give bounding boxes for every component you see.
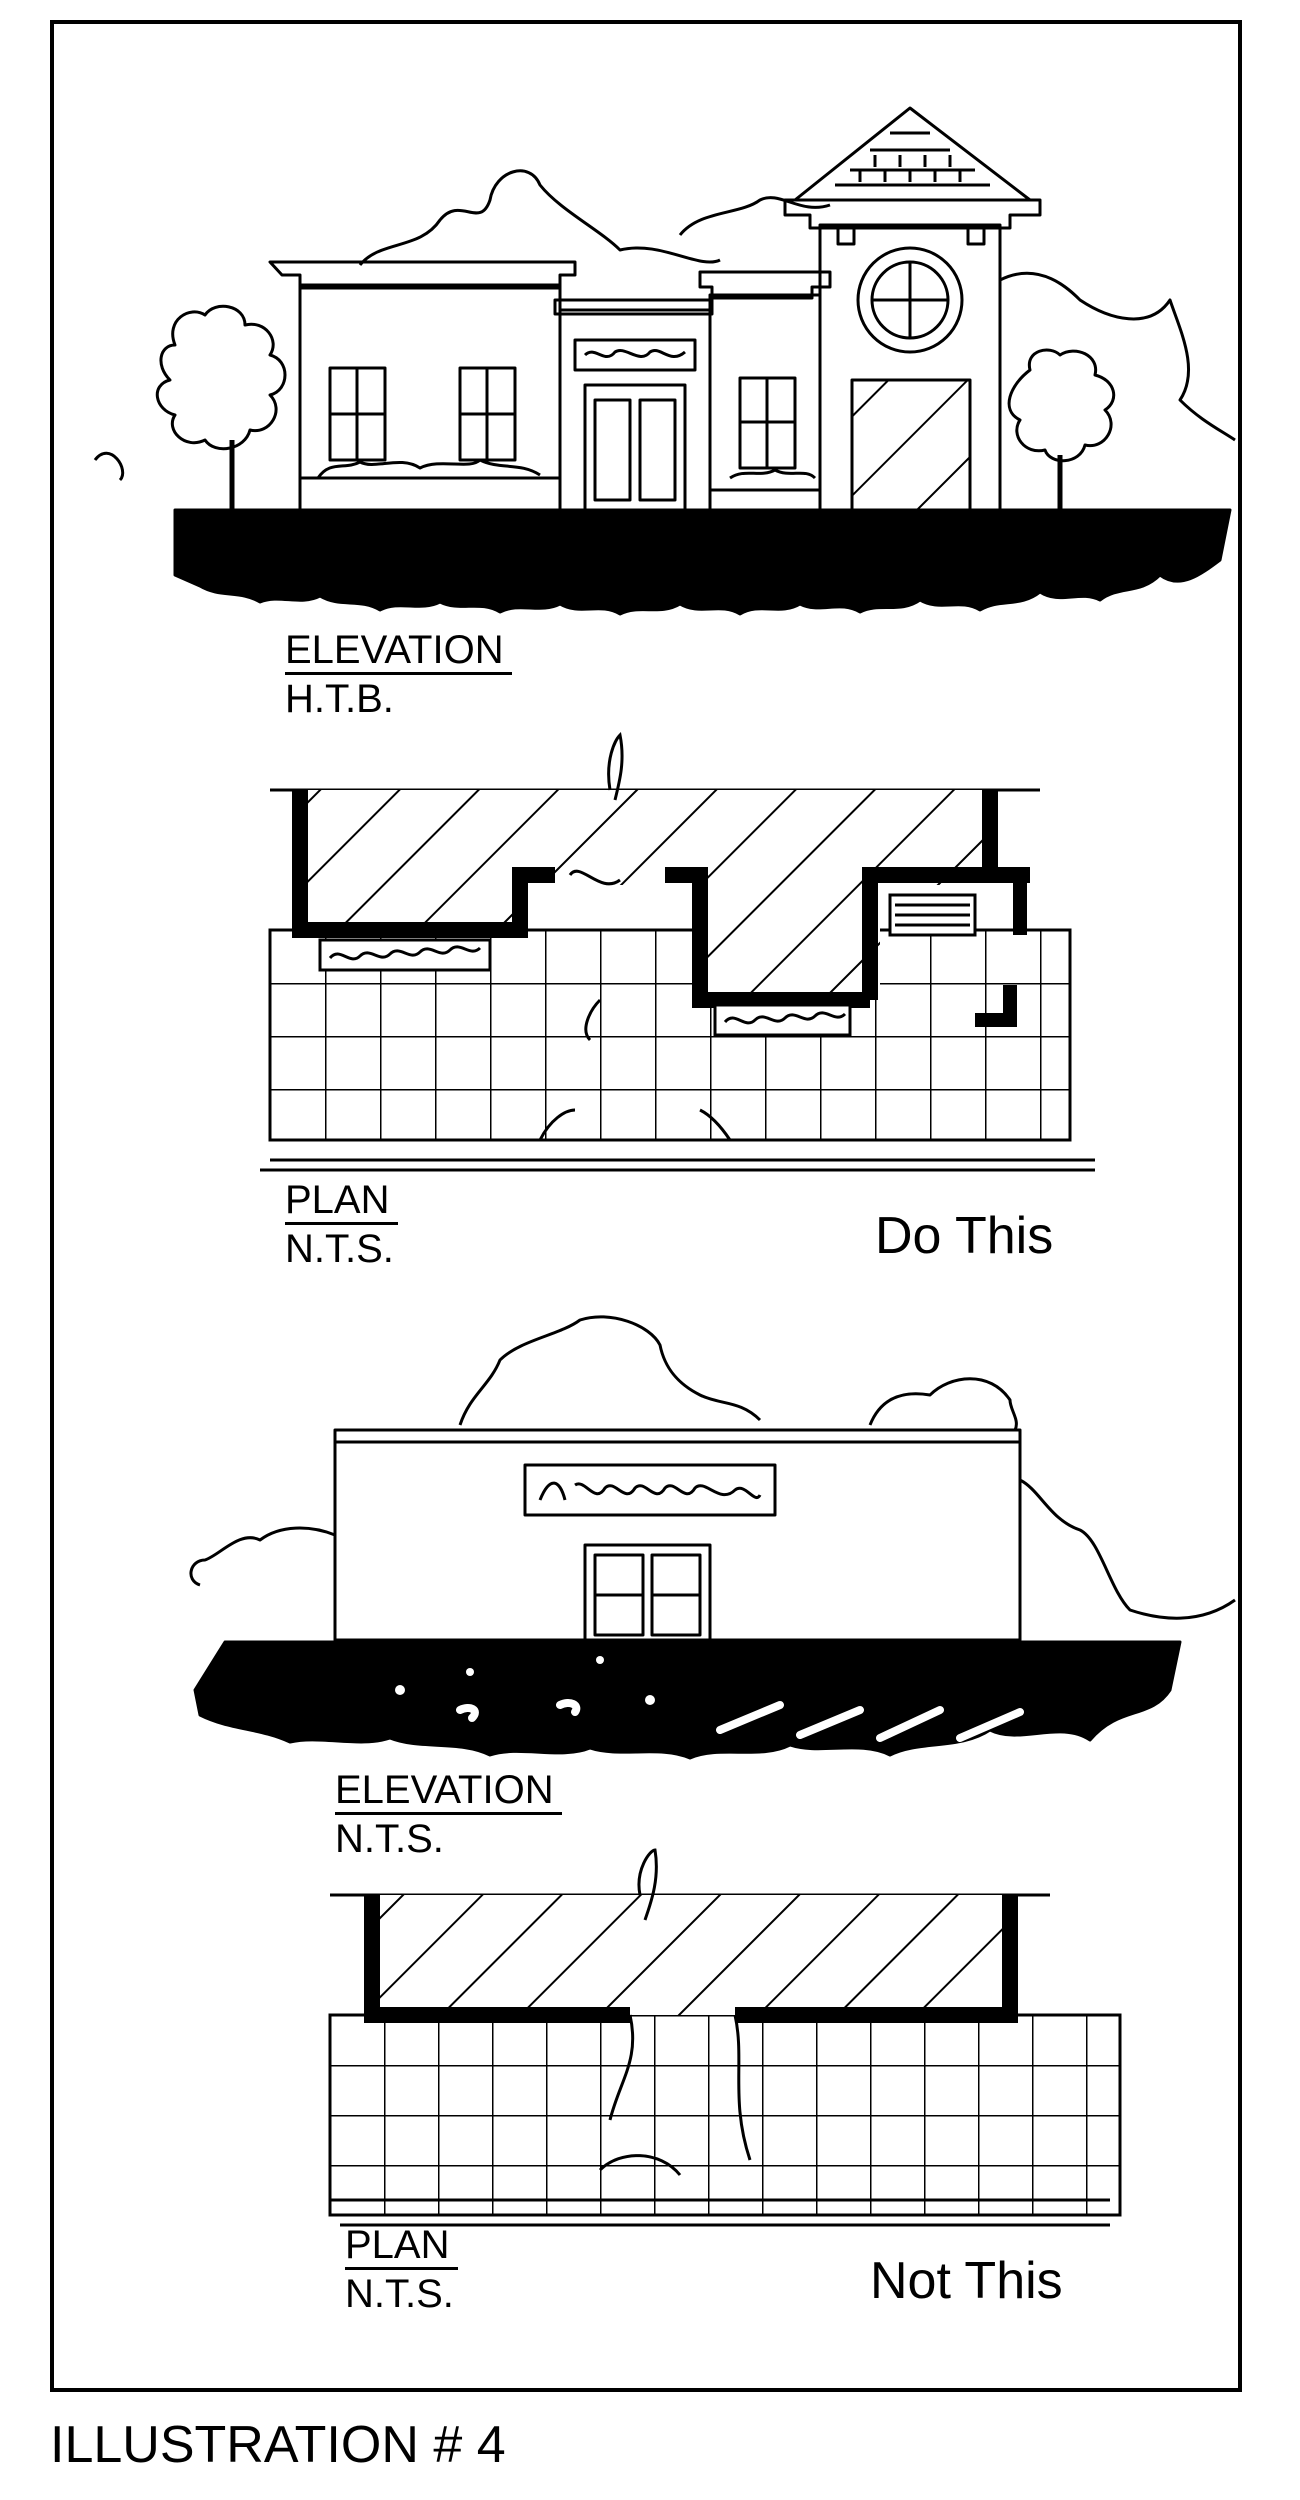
plan-1-drawing	[260, 731, 1095, 1172]
elevation-1-title: ELEVATION	[285, 630, 512, 675]
do-this-caption: Do This	[875, 1207, 1054, 1265]
plan-1-label: PLAN N.T.S.	[285, 1180, 398, 1269]
illustration-frame	[50, 20, 1242, 2392]
illustration-title: ILLUSTRATION # 4	[50, 2416, 506, 2474]
elevation-1-drawing	[93, 106, 1236, 616]
plan-1-scale: N.T.S.	[285, 1227, 394, 1271]
not-this-caption: Not This	[870, 2252, 1063, 2310]
plan-2-title: PLAN	[345, 2225, 458, 2270]
elevation-2-scale: N.T.S.	[335, 1817, 444, 1861]
plan-2-label: PLAN N.T.S.	[345, 2225, 458, 2314]
elevation-2-drawing	[189, 1315, 1236, 1760]
elevation-2-title: ELEVATION	[335, 1770, 562, 1815]
elevation-2-label: ELEVATION N.T.S.	[335, 1770, 562, 1859]
plan-2-scale: N.T.S.	[345, 2272, 454, 2316]
plan-2-drawing	[328, 1848, 1122, 2227]
plan-1-title: PLAN	[285, 1180, 398, 1225]
elevation-1-label: ELEVATION H.T.B.	[285, 630, 512, 719]
elevation-1-scale: H.T.B.	[285, 677, 394, 721]
